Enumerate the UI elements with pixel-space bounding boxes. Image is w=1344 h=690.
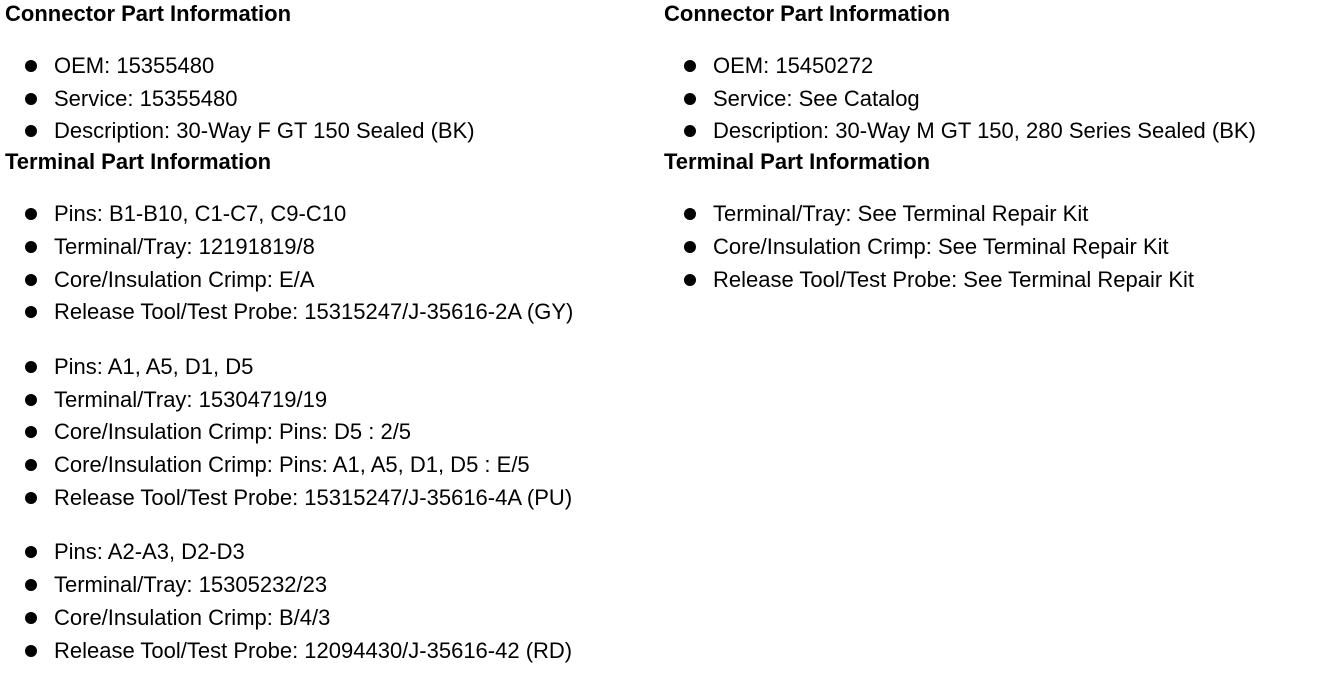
bullet-icon [25,60,37,72]
bullet-icon [684,240,696,253]
list-item: Description: 30-Way F GT 150 Sealed (BK) [5,115,655,148]
list-item-text: Service: See Catalog [713,85,920,111]
list-item: Pins: A1, A5, D1, D5 [5,351,655,384]
list-item: Release Tool/Test Probe: 12094430/J-3561… [5,635,655,668]
list-item-text: OEM: 15355480 [54,53,215,78]
list-item-text: Pins: A2-A3, D2-D3 [54,539,245,565]
list-item-text: Core/Insulation Crimp: See Terminal Repa… [713,233,1169,259]
right-terminal-list: Terminal/Tray: See Terminal Repair Kit C… [664,198,1340,296]
list-item-text: Pins: B1-B10, C1-C7, C9-C10 [54,201,347,227]
list-item: Core/Insulation Crimp: Pins: A1, A5, D1,… [5,449,655,482]
list-item-text: Description: 30-Way M GT 150, 280 Series… [713,118,1256,144]
bullet-icon [25,92,37,105]
left-column: Connector Part Information OEM: 15355480… [5,0,655,667]
bullet-icon [25,125,37,138]
bullet-icon [684,125,696,138]
list-item: Core/Insulation Crimp: Pins: D5 : 2/5 [5,416,655,449]
list-item: Description: 30-Way M GT 150, 280 Series… [664,115,1340,148]
bullet-icon [25,491,37,504]
list-item: Pins: A2-A3, D2-D3 [5,536,655,569]
bullet-icon [25,644,37,657]
bullet-icon [684,273,696,286]
list-item-text: Core/Insulation Crimp: Pins: A1, A5, D1,… [54,452,530,478]
list-item: Release Tool/Test Probe: 15315247/J-3561… [5,482,655,515]
list-item-text: Terminal/Tray: See Terminal Repair Kit [713,201,1089,227]
list-item-text: Pins: A1, A5, D1, D5 [54,353,254,379]
list-item-text: Terminal/Tray: 15304719/19 [54,386,328,412]
right-connector-heading: Connector Part Information [664,1,951,26]
left-connector-list: OEM: 15355480 Service: 15355480 Descript… [5,50,655,148]
list-item: Core/Insulation Crimp: B/4/3 [5,602,655,635]
list-item-text: Terminal/Tray: 12191819/8 [54,233,315,259]
terminal-group-1: Pins: B1-B10, C1-C7, C9-C10 Terminal/Tra… [5,198,655,329]
terminal-group-2: Pins: A1, A5, D1, D5 Terminal/Tray: 1530… [5,351,655,515]
bullet-icon [25,426,37,439]
list-item: Core/Insulation Crimp: See Terminal Repa… [664,231,1340,264]
list-item-text: Service: 15355480 [54,85,238,111]
bullet-icon [25,611,37,624]
list-item: Terminal/Tray: See Terminal Repair Kit [664,198,1340,231]
terminal-group-3: Pins: A2-A3, D2-D3 Terminal/Tray: 153052… [5,536,655,667]
list-item: Terminal/Tray: 15304719/19 [5,384,655,417]
bullet-icon [25,273,37,286]
list-item: OEM: 15450272 [664,50,1340,83]
list-item-text: Release Tool/Test Probe: 15315247/J-3561… [54,484,573,510]
bullet-icon [25,208,37,221]
bullet-icon [25,546,37,559]
list-item-text: Description: 30-Way F GT 150 Sealed (BK) [54,118,475,144]
bullet-icon [684,208,696,221]
list-item: Release Tool/Test Probe: 15315247/J-3561… [5,296,655,329]
list-item-text: Core/Insulation Crimp: E/A [54,266,315,292]
list-item: Terminal/Tray: 12191819/8 [5,231,655,264]
right-connector-list: OEM: 15450272 Service: See Catalog Descr… [664,50,1340,148]
list-item: Terminal/Tray: 15305232/23 [5,569,655,602]
right-column: Connector Part Information OEM: 15450272… [664,0,1340,296]
list-item: OEM: 15355480 [5,50,655,83]
list-item: Core/Insulation Crimp: E/A [5,264,655,297]
right-terminal-heading: Terminal Part Information [664,149,931,175]
list-item-text: Core/Insulation Crimp: Pins: D5 : 2/5 [54,419,412,445]
list-item-text: Core/Insulation Crimp: B/4/3 [54,604,331,630]
bullet-icon [684,92,696,105]
list-item: Pins: B1-B10, C1-C7, C9-C10 [5,198,655,231]
list-item: Release Tool/Test Probe: See Terminal Re… [664,264,1340,297]
bullet-icon [25,393,37,406]
list-item: Service: 15355480 [5,83,655,116]
left-connector-heading: Connector Part Information [5,1,292,26]
bullet-icon [25,240,37,253]
left-terminal-heading: Terminal Part Information [5,149,272,175]
list-item-text: Release Tool/Test Probe: 12094430/J-3561… [54,637,573,663]
list-item-text: OEM: 15450272 [713,53,874,78]
list-item-text: Release Tool/Test Probe: 15315247/J-3561… [54,299,574,325]
bullet-icon [25,360,37,373]
bullet-icon [25,459,37,472]
bullet-icon [25,306,37,319]
list-item-text: Terminal/Tray: 15305232/23 [54,572,328,598]
bullet-icon [684,60,696,72]
bullet-icon [25,579,37,592]
list-item-text: Release Tool/Test Probe: See Terminal Re… [713,266,1194,292]
list-item: Service: See Catalog [664,83,1340,116]
